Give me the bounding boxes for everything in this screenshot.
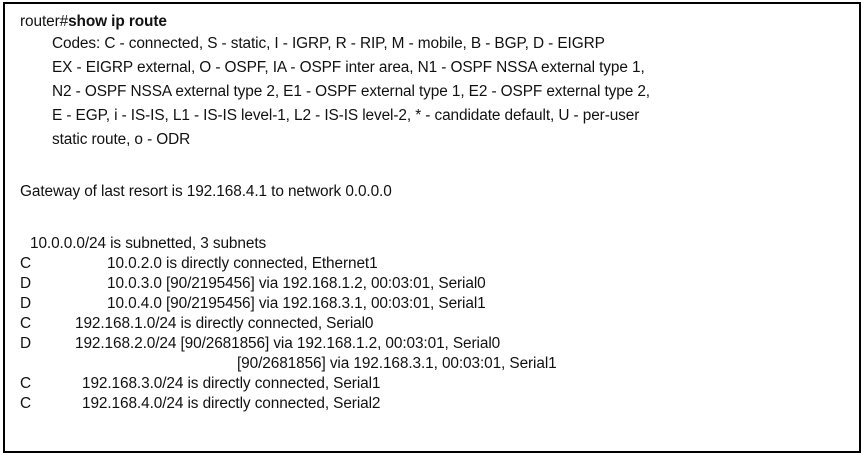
route-code: D xyxy=(20,295,32,312)
terminal-output-frame: router#show ip route Codes: C - connecte… xyxy=(3,2,861,453)
route-code: D xyxy=(20,335,32,352)
route-entry: C 192.168.3.0/24 is directly connected, … xyxy=(20,375,860,393)
command-line: router#show ip route xyxy=(20,13,167,31)
route-entry: D 192.168.2.0/24 [90/2681856] via 192.16… xyxy=(20,335,860,353)
route-code: D xyxy=(20,275,32,292)
route-description: 192.168.2.0/24 [90/2681856] via 192.168.… xyxy=(75,335,501,352)
codes-legend-line-2: EX - EIGRP external, O - OSPF, IA - OSPF… xyxy=(52,59,645,76)
codes-legend-line-5: static route, o - ODR xyxy=(52,131,191,148)
codes-legend-line-4: E - EGP, i - IS-IS, L1 - IS-IS level-1, … xyxy=(52,107,640,124)
route-description: [90/2681856] via 192.168.3.1, 00:03:01, … xyxy=(237,355,557,372)
route-entry-continuation: [90/2681856] via 192.168.3.1, 00:03:01, … xyxy=(20,355,860,373)
route-entry: C 192.168.1.0/24 is directly connected, … xyxy=(20,315,860,333)
route-description: 192.168.1.0/24 is directly connected, Se… xyxy=(75,315,374,332)
route-entry: C 10.0.2.0 is directly connected, Ethern… xyxy=(20,255,860,273)
route-code: C xyxy=(20,375,32,392)
subnet-header: 10.0.0.0/24 is subnetted, 3 subnets xyxy=(30,235,267,252)
route-description: 10.0.4.0 [90/2195456] via 192.168.3.1, 0… xyxy=(107,295,486,312)
route-code: C xyxy=(20,315,32,332)
route-code: C xyxy=(20,395,32,412)
route-code: C xyxy=(20,255,32,272)
route-description: 192.168.4.0/24 is directly connected, Se… xyxy=(82,395,381,412)
route-entry: D 10.0.4.0 [90/2195456] via 192.168.3.1,… xyxy=(20,295,860,313)
route-description: 10.0.2.0 is directly connected, Ethernet… xyxy=(107,255,378,272)
codes-legend-line-1: Codes: C - connected, S - static, I - IG… xyxy=(52,35,605,52)
gateway-of-last-resort: Gateway of last resort is 192.168.4.1 to… xyxy=(20,183,392,200)
route-description: 10.0.3.0 [90/2195456] via 192.168.1.2, 0… xyxy=(107,275,486,292)
codes-legend-line-3: N2 - OSPF NSSA external type 2, E1 - OSP… xyxy=(52,83,650,100)
route-entry: D 10.0.3.0 [90/2195456] via 192.168.1.2,… xyxy=(20,275,860,293)
show-ip-route-command: show ip route xyxy=(68,13,167,30)
route-description: 192.168.3.0/24 is directly connected, Se… xyxy=(82,375,381,392)
route-entry: C 192.168.4.0/24 is directly connected, … xyxy=(20,395,860,413)
router-prompt: router# xyxy=(20,13,69,30)
